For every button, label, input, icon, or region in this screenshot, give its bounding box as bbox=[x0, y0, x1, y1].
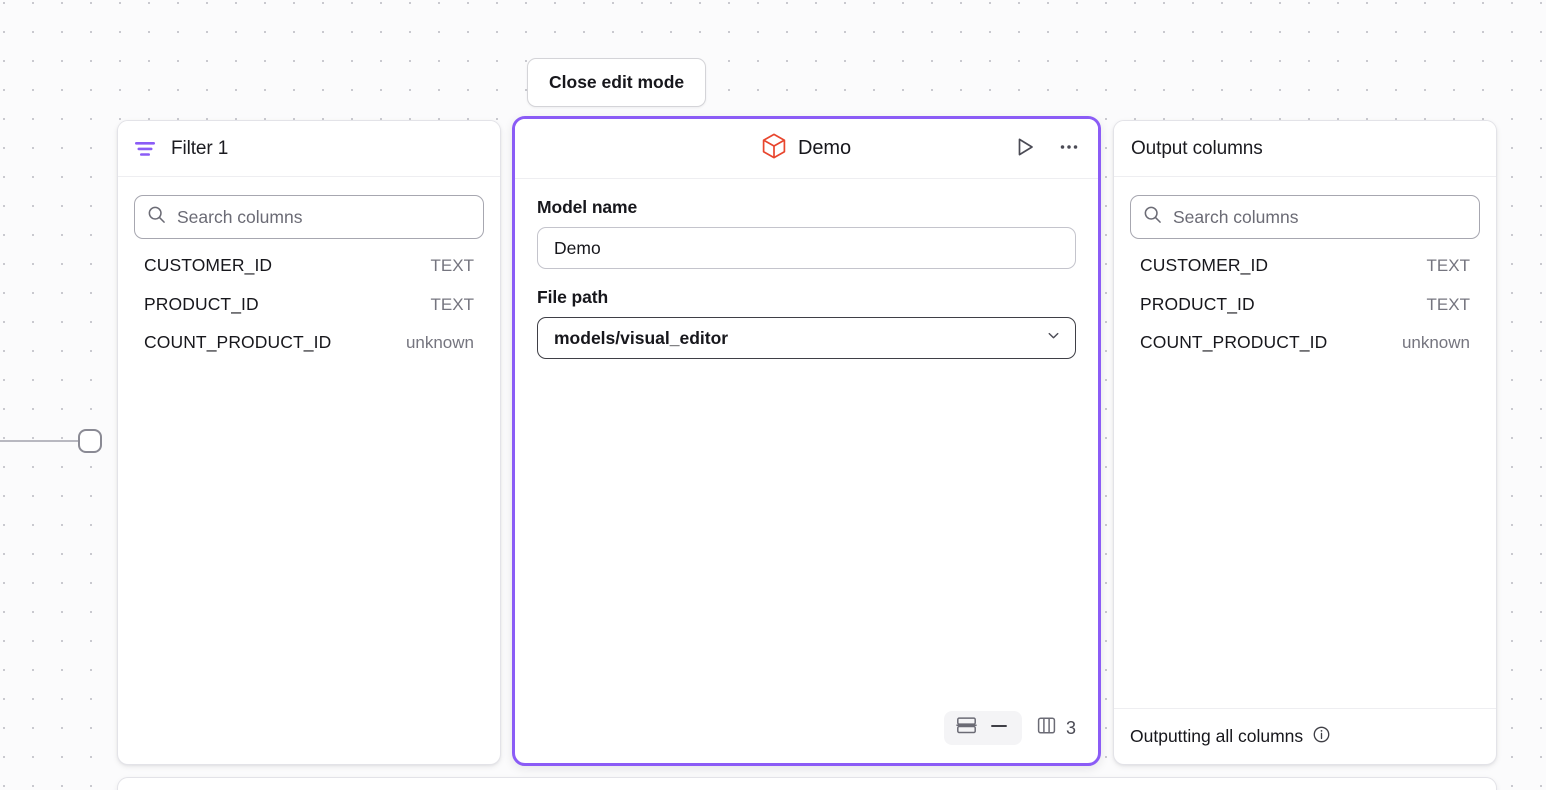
column-row[interactable]: COUNT_PRODUCT_ID unknown bbox=[1130, 332, 1480, 371]
output-search-wrapper: Search columns bbox=[1114, 177, 1496, 239]
output-search-placeholder: Search columns bbox=[1173, 206, 1299, 227]
run-button[interactable] bbox=[1010, 134, 1040, 164]
column-row[interactable]: PRODUCT_ID TEXT bbox=[1130, 294, 1480, 333]
cube-icon bbox=[762, 133, 786, 164]
outputting-all-columns-text: Outputting all columns bbox=[1130, 726, 1304, 746]
column-name: COUNT_PRODUCT_ID bbox=[144, 332, 332, 352]
model-node-title: Demo bbox=[798, 137, 851, 159]
model-name-input[interactable]: Demo bbox=[537, 227, 1076, 269]
filter-column-list: CUSTOMER_ID TEXT PRODUCT_ID TEXT COUNT_PRODU… bbox=[118, 239, 500, 371]
output-column-list: CUSTOMER_ID TEXT PRODUCT_ID TEXT COUNT_PRODU… bbox=[1114, 239, 1496, 371]
close-edit-mode-button[interactable]: Close edit mode bbox=[527, 58, 707, 107]
bottom-partial-node[interactable] bbox=[117, 777, 1497, 790]
more-options-button[interactable] bbox=[1054, 134, 1084, 164]
column-count-group[interactable]: 3 bbox=[1036, 715, 1076, 741]
column-row[interactable]: CUSTOMER_ID TEXT bbox=[134, 255, 484, 294]
rows-icon-button[interactable] bbox=[954, 716, 980, 740]
rows-icon bbox=[956, 716, 978, 740]
columns-icon bbox=[1036, 715, 1057, 741]
column-name: COUNT_PRODUCT_ID bbox=[1140, 332, 1328, 352]
model-node[interactable]: Demo Model name bbox=[512, 116, 1101, 766]
info-icon[interactable] bbox=[1312, 725, 1331, 749]
file-path-select[interactable]: models/visual_editor bbox=[537, 317, 1076, 359]
minus-icon-button[interactable] bbox=[986, 716, 1012, 740]
output-search-input[interactable]: Search columns bbox=[1130, 195, 1480, 239]
filter-node-header: Filter 1 bbox=[118, 121, 500, 177]
play-icon bbox=[1014, 136, 1036, 163]
column-type: unknown bbox=[405, 333, 474, 352]
minus-icon bbox=[989, 717, 1009, 740]
column-type: TEXT bbox=[1426, 294, 1470, 314]
column-name: PRODUCT_ID bbox=[1140, 293, 1255, 314]
column-type: TEXT bbox=[430, 294, 474, 314]
output-node-title: Output columns bbox=[1131, 137, 1263, 159]
model-node-header: Demo bbox=[515, 119, 1098, 179]
incoming-edge bbox=[0, 440, 80, 442]
filter-node-title: Filter 1 bbox=[171, 137, 229, 159]
ellipsis-icon bbox=[1058, 136, 1080, 163]
output-columns-node[interactable]: Output columns Search columns CUSTOMER_I… bbox=[1113, 120, 1497, 765]
filter-search-input[interactable]: Search columns bbox=[134, 195, 484, 239]
column-name: CUSTOMER_ID bbox=[1140, 255, 1269, 275]
column-name: PRODUCT_ID bbox=[144, 293, 259, 314]
search-icon bbox=[147, 205, 166, 229]
filter-icon bbox=[135, 141, 157, 157]
column-type: TEXT bbox=[430, 256, 474, 275]
column-name: CUSTOMER_ID bbox=[144, 255, 273, 275]
column-type: unknown bbox=[1401, 333, 1470, 352]
column-count-value: 3 bbox=[1065, 717, 1076, 738]
search-icon bbox=[1143, 205, 1162, 229]
column-type: TEXT bbox=[1426, 256, 1470, 275]
column-row[interactable]: CUSTOMER_ID TEXT bbox=[1130, 255, 1480, 294]
model-node-body: Model name Demo File path models/visual_… bbox=[515, 179, 1098, 711]
filter-search-wrapper: Search columns bbox=[118, 177, 500, 239]
file-path-label: File path bbox=[537, 287, 609, 307]
filter-search-placeholder: Search columns bbox=[177, 206, 303, 227]
column-row[interactable]: COUNT_PRODUCT_ID unknown bbox=[134, 332, 484, 371]
edge-connection-handle[interactable] bbox=[78, 429, 102, 453]
output-node-footer: Outputting all columns bbox=[1114, 708, 1496, 764]
row-preview-toggle-group[interactable] bbox=[943, 711, 1022, 745]
model-name-label: Model name bbox=[537, 197, 638, 217]
model-header-actions bbox=[1010, 119, 1084, 179]
file-path-value: models/visual_editor bbox=[554, 327, 729, 348]
output-node-header: Output columns bbox=[1114, 121, 1496, 177]
column-row[interactable]: PRODUCT_ID TEXT bbox=[134, 294, 484, 333]
model-node-footer: 3 bbox=[515, 711, 1098, 763]
chevron-down-icon bbox=[1045, 327, 1062, 349]
